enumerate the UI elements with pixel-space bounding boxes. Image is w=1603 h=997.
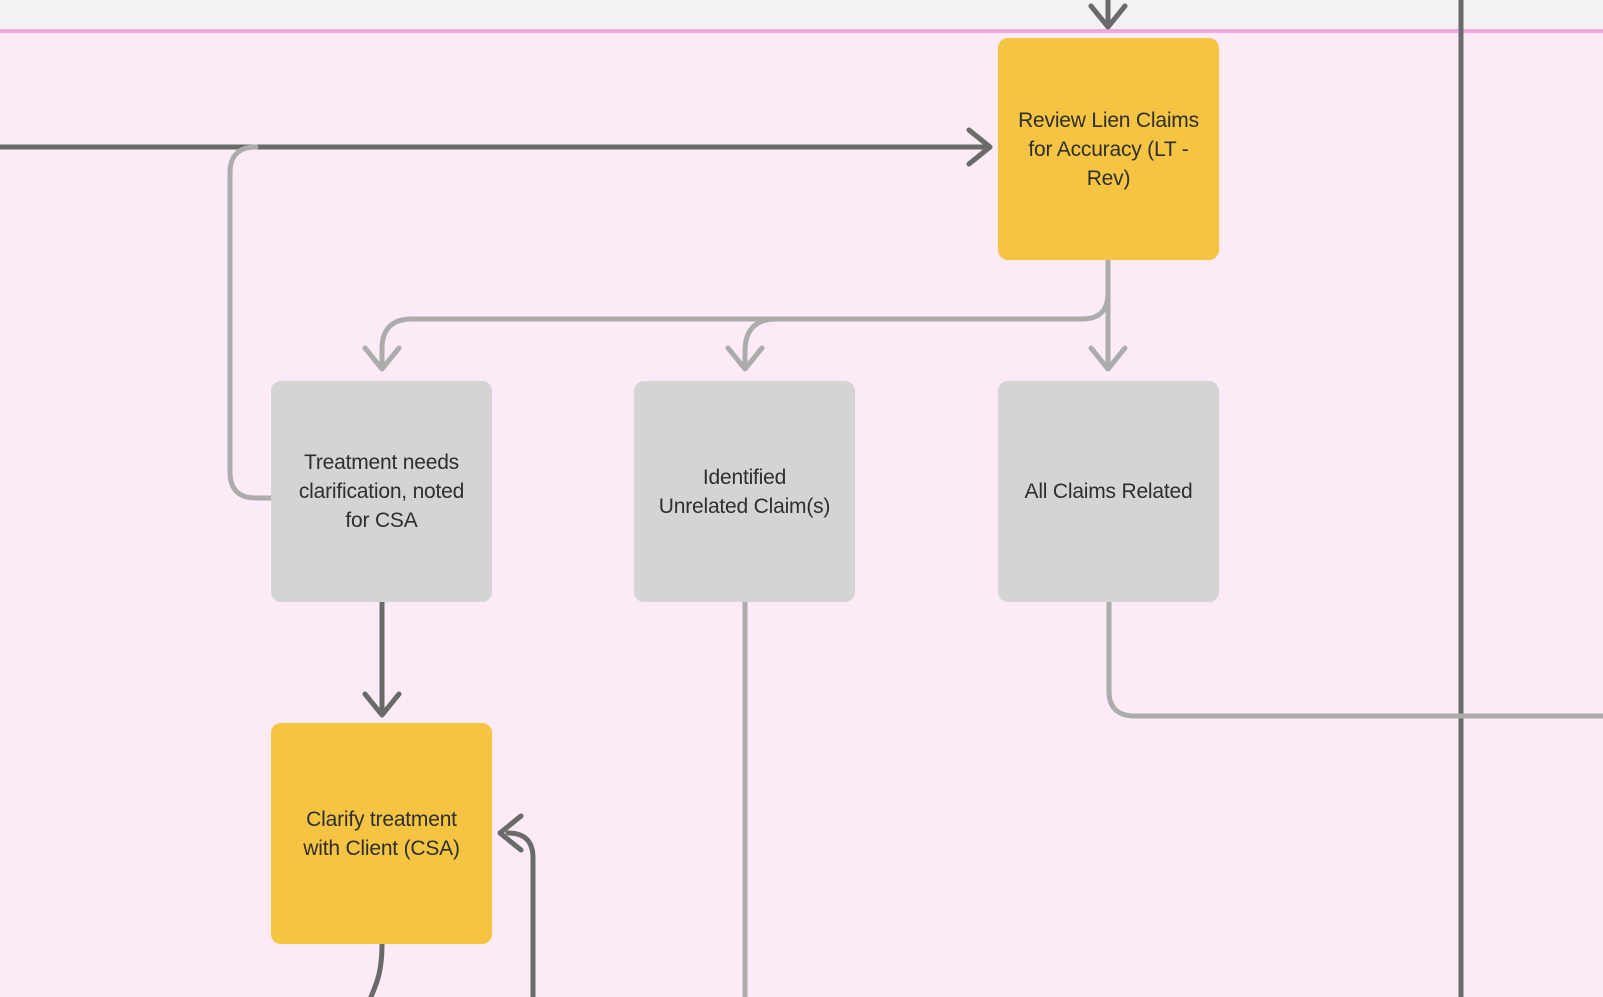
- edge-treatment-to-clarify[interactable]: [362, 599, 402, 718]
- edge-bottom-into-clarify[interactable]: [497, 813, 536, 997]
- top-section-strip: [0, 0, 1603, 29]
- edge-treatment-to-mainline[interactable]: [227, 144, 274, 501]
- node-clarify-treatment[interactable]: Clarify treatment with Client (CSA): [271, 723, 492, 944]
- edge-review-to-allclaims[interactable]: [1088, 257, 1128, 372]
- edge-review-to-treatment[interactable]: [362, 290, 1111, 372]
- edge-top-into-review[interactable]: [1088, 0, 1128, 30]
- node-all-claims-related[interactable]: All Claims Related: [998, 381, 1219, 602]
- section-border-line: [0, 29, 1603, 33]
- edge-left-into-review[interactable]: [0, 127, 993, 167]
- node-treatment-needs-clarification[interactable]: Treatment needs clarification, noted for…: [271, 381, 492, 602]
- node-identified-unrelated-claims[interactable]: Identified Unrelated Claim(s): [634, 381, 855, 602]
- edge-clarify-bottom-exit[interactable]: [368, 941, 385, 997]
- node-review-lien-claims[interactable]: Review Lien Claims for Accuracy (LT - Re…: [998, 38, 1219, 260]
- edge-review-to-identified[interactable]: [725, 316, 780, 372]
- edge-allclaims-right-exit[interactable]: [1106, 599, 1603, 719]
